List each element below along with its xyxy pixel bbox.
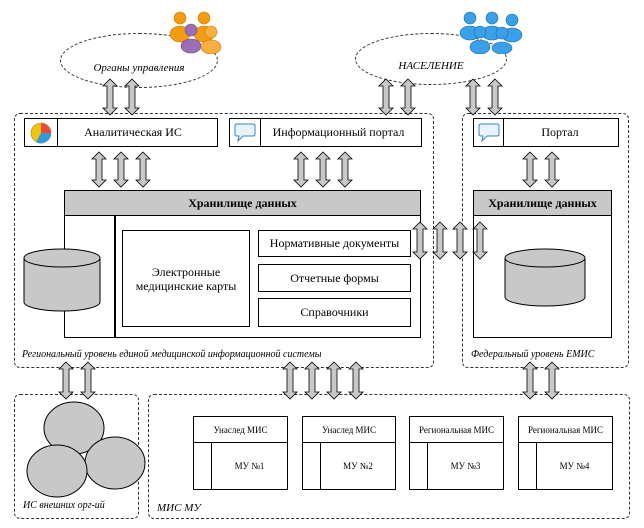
mis-unit: Региональная МИС МУ №3 [409, 416, 504, 490]
mis-unit-header-label: Региональная МИС [418, 424, 495, 435]
double-arrow [522, 361, 538, 400]
double-arrow [378, 78, 394, 116]
report-forms-label: Отчетные формы [290, 270, 379, 285]
double-arrow [91, 151, 107, 188]
emr-label: Электронные медицинские карты [135, 264, 237, 293]
population-ellipse: НАСЕЛЕНИЕ [355, 33, 507, 85]
info-portal-box: Информационный портал [229, 118, 422, 147]
double-arrow [452, 221, 468, 260]
mis-unit-divider [536, 442, 537, 490]
double-arrow [293, 151, 309, 188]
double-arrow [304, 361, 320, 400]
double-arrow [315, 151, 331, 188]
mis-unit-header: Региональная МИС [519, 417, 612, 443]
report-forms-box: Отчетные формы [258, 264, 411, 292]
regional-storage-header: Хранилище данных [65, 191, 420, 216]
double-arrow [282, 361, 298, 400]
double-arrow [412, 221, 428, 260]
mis-unit-divider [427, 442, 428, 490]
normative-docs-label: Нормативные документы [269, 236, 400, 250]
speech-bubble-icon [234, 123, 256, 143]
database-cylinder-icon [23, 248, 101, 312]
population-label: НАСЕЛЕНИЕ [398, 60, 464, 72]
double-arrow [400, 78, 416, 116]
mis-mu-container [148, 394, 630, 519]
double-arrow [113, 151, 129, 188]
database-cylinder-icon [504, 248, 586, 307]
double-arrow [432, 221, 448, 260]
mis-unit-label: МУ №3 [450, 461, 481, 471]
mis-mu-caption: МИС МУ [157, 502, 201, 514]
normative-docs-box: Нормативные документы [258, 230, 411, 257]
emr-box: Электронные медицинские карты [122, 230, 250, 327]
federal-level-caption: Федеральный уровень ЕМИС [471, 349, 595, 360]
arrows [58, 78, 560, 400]
mis-unit-header-label: Унаслед МИС [213, 424, 268, 435]
external-orgs-circles-icon [26, 401, 146, 498]
mis-unit-body: МУ №4 [537, 442, 612, 490]
mis-unit-header: Унаслед МИС [194, 417, 287, 443]
regional-storage-divider [114, 215, 116, 338]
info-portal-label: Информационный портал [272, 125, 405, 139]
double-arrow [544, 361, 560, 400]
mis-unit-divider [211, 442, 212, 490]
reference-books-label: Справочники [300, 305, 369, 319]
double-arrow [58, 361, 74, 400]
speech-bubble-icon [478, 123, 500, 143]
double-arrow [487, 78, 503, 116]
mis-unit-label: МУ №1 [234, 461, 265, 471]
external-orgs-caption: ИС внешних орг-ий [23, 500, 105, 511]
double-arrow [472, 221, 488, 260]
mis-unit-label: МУ №4 [559, 461, 590, 471]
people-group-blue-icon [459, 11, 523, 54]
mis-unit-body: МУ №2 [321, 442, 395, 490]
mis-unit-header-label: Региональная МИС [527, 424, 604, 435]
authorities-label: Органы управления [93, 61, 185, 74]
mis-unit-header: Унаслед МИС [303, 417, 395, 443]
mis-unit-body: МУ №3 [428, 442, 503, 490]
double-arrow [135, 151, 151, 188]
double-arrow [337, 151, 353, 188]
mis-unit: Унаслед МИС МУ №2 [302, 416, 396, 490]
reference-books-box: Справочники [258, 298, 411, 327]
double-arrow [124, 78, 140, 116]
double-arrow [522, 151, 538, 188]
pie-chart-icon [30, 122, 52, 144]
regional-level-caption: Региональный уровень единой медицинской … [22, 349, 322, 360]
mis-unit-divider [320, 442, 321, 490]
analytic-is-box: Аналитическая ИС [24, 118, 218, 147]
mis-unit-label: МУ №2 [343, 461, 373, 471]
analytic-is-label: Аналитическая ИС [84, 125, 182, 139]
double-arrow [348, 361, 364, 400]
mis-unit-header: Региональная МИС [410, 417, 503, 443]
double-arrow [102, 78, 118, 116]
mis-unit: Унаслед МИС МУ №1 [193, 416, 288, 490]
mis-unit-body: МУ №1 [212, 442, 287, 490]
federal-storage-header: Хранилище данных [474, 191, 611, 216]
federal-storage-title: Хранилище данных [488, 195, 597, 210]
analytic-icon-divider [57, 118, 58, 147]
federal-portal-label: Портал [541, 125, 579, 139]
mis-unit-header-label: Унаслед МИС [321, 424, 377, 435]
double-arrow [544, 151, 560, 188]
mis-unit: Региональная МИС МУ №4 [518, 416, 613, 490]
double-arrow [465, 78, 481, 116]
regional-level-container [14, 113, 434, 368]
regional-storage-title: Хранилище данных [188, 195, 297, 210]
federal-portal-icon-divider [503, 118, 504, 147]
portal-icon-divider [260, 118, 261, 147]
double-arrow [80, 361, 96, 400]
people-group-orange-icon [169, 11, 222, 54]
double-arrow [326, 361, 342, 400]
